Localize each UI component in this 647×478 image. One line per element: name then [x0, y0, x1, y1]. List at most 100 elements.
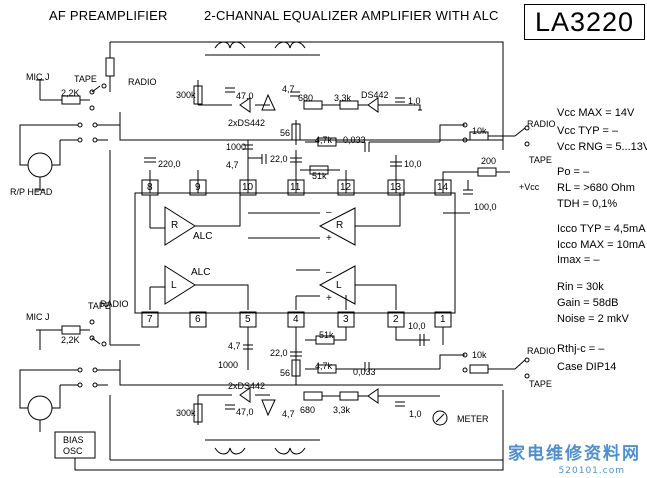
amp-l-left-label: L — [171, 280, 177, 291]
rp-head-coil — [27, 152, 53, 178]
r-680-bottom-label: 680 — [300, 405, 316, 415]
c-0033-top-label: 0,033 — [343, 135, 366, 145]
c-0033-bottom-label: 0,033 — [353, 367, 376, 377]
pin-12: 12 — [340, 182, 352, 193]
mic-jack-top — [36, 79, 44, 100]
c-1000-bottom-label: 1000 — [218, 360, 239, 370]
ic-body — [134, 192, 456, 314]
spec-case: Case DIP14 — [557, 361, 617, 373]
pin-11: 11 — [290, 182, 301, 193]
r-56-top-label: 56 — [280, 128, 291, 138]
mic-jack-bottom — [36, 329, 44, 350]
c-1000-top-label: 1000 — [226, 142, 247, 152]
diode-bottom-1 — [239, 387, 251, 403]
ds442-bottom — [367, 388, 379, 404]
spec-gain: Gain = 58dB — [557, 297, 619, 309]
amp-l-minus: – — [326, 267, 332, 278]
meter-label: METER — [457, 414, 489, 424]
coil-top-right — [274, 41, 306, 49]
ds442-top — [367, 97, 379, 113]
r-2k2-top-label: 2,2K — [61, 88, 80, 98]
amp-r-left — [164, 206, 196, 246]
amp-l-left — [164, 265, 196, 305]
watermark-text: 家电维修资料网 — [508, 444, 641, 464]
r-300k-top-label: 300k — [176, 90, 196, 100]
c-1000-bottom — [243, 344, 253, 350]
d-2xds442-bottom-label: 2xDS442 — [228, 381, 266, 391]
r-51k-bottom-label: 51k — [319, 330, 334, 340]
amp-r-left-label: R — [171, 220, 179, 231]
pin-9: 9 — [195, 182, 201, 193]
c-4-7-top-label: 4,7 — [282, 84, 295, 94]
c-0033-top — [364, 142, 370, 152]
c-10-top-label: 10,0 — [404, 159, 422, 169]
c-47-bottom-label: 47,0 — [236, 407, 254, 417]
c-1-top — [395, 97, 405, 103]
d-2xds442-top-label: 2xDS442 — [228, 118, 266, 128]
r-200 — [477, 167, 497, 177]
r-300k-bottom — [193, 403, 203, 423]
c-22-top-label: 22,0 — [270, 154, 288, 164]
pin-10: 10 — [242, 182, 254, 193]
pin-8: 8 — [147, 182, 153, 193]
amp-l-plus: + — [326, 293, 332, 304]
r-680-bottom — [303, 391, 323, 401]
c-100 — [463, 189, 473, 195]
mic-jack-top-label: MIC J — [26, 72, 50, 82]
c-47-bottom — [225, 404, 235, 410]
r-680-top-label: 680 — [298, 93, 314, 103]
r-51k-top — [309, 165, 329, 175]
pin-4: 4 — [293, 314, 299, 325]
c-10-top — [390, 161, 402, 167]
r-2k2-bottom-label: 2,2K — [61, 335, 80, 345]
c-22-bottom — [290, 351, 302, 357]
amp-r-minus: – — [326, 207, 332, 218]
c-4-7-bottom-b-label: 4,7 — [228, 341, 241, 351]
tape-top-label: TAPE — [74, 74, 97, 84]
r-4k7-bottom-label: 4,7k — [315, 361, 333, 371]
pin-7: 7 — [147, 314, 153, 325]
spec-rthj-c: Rthj-c = – — [557, 343, 605, 355]
c-1-top-label: 1,0 — [408, 96, 421, 106]
spec-icco-max: Icco MAX = 10mA — [557, 239, 646, 251]
radio-out-top-label: RADIO — [527, 119, 556, 129]
pin-6: 6 — [195, 314, 201, 325]
coil-bottom-left — [214, 447, 246, 455]
r-56-bottom-label: 56 — [280, 368, 291, 378]
pin-3: 3 — [343, 314, 349, 325]
r-4k7-top-label: 4,7k — [315, 135, 333, 145]
c-22-top — [290, 157, 302, 163]
diode-bottom-2 — [261, 399, 276, 417]
bias-label: BIAS — [63, 435, 84, 445]
meter-gauge — [432, 410, 448, 426]
c-22-bottom-label: 22,0 — [270, 348, 288, 358]
diode-top-2 — [261, 93, 276, 111]
c-47-top-label: 47,0 — [236, 91, 254, 101]
radio-bottom-label: RADIO — [100, 299, 129, 309]
tape-out-top-label: TAPE — [529, 155, 552, 165]
r-56-bottom — [291, 359, 301, 377]
rp-head-label: R/P HEAD — [10, 187, 53, 197]
amp-r-plus: + — [326, 233, 332, 244]
r-10k-bottom-label: 10k — [472, 350, 487, 360]
c-100-label: 100,0 — [474, 202, 497, 212]
pin-1: 1 — [440, 314, 446, 325]
watermark-url: 520101.com — [558, 466, 625, 476]
spec-icco-typ: Icco TYP = 4,5mA — [557, 223, 646, 235]
coil-bottom-right — [274, 447, 306, 455]
pin-5: 5 — [245, 314, 251, 325]
pin-2: 2 — [393, 314, 399, 325]
pin-13: 13 — [390, 182, 402, 193]
c-10-bottom — [419, 334, 425, 346]
amp-l-right-label: L — [336, 280, 342, 291]
r-3k3-top-label: 3,3k — [334, 93, 352, 103]
pin-14: 14 — [437, 182, 449, 193]
spec-po: Po = – — [557, 166, 590, 178]
c-47-top — [225, 87, 235, 93]
r-2k2-bottom — [61, 325, 81, 335]
mic-jack-bottom-label: MIC J — [26, 312, 50, 322]
spec-noise: Noise = 2 mkV — [557, 313, 629, 325]
spec-tdh: TDH = 0,1% — [557, 198, 618, 210]
spec-rl: RL = >680 Ohm — [557, 182, 635, 194]
